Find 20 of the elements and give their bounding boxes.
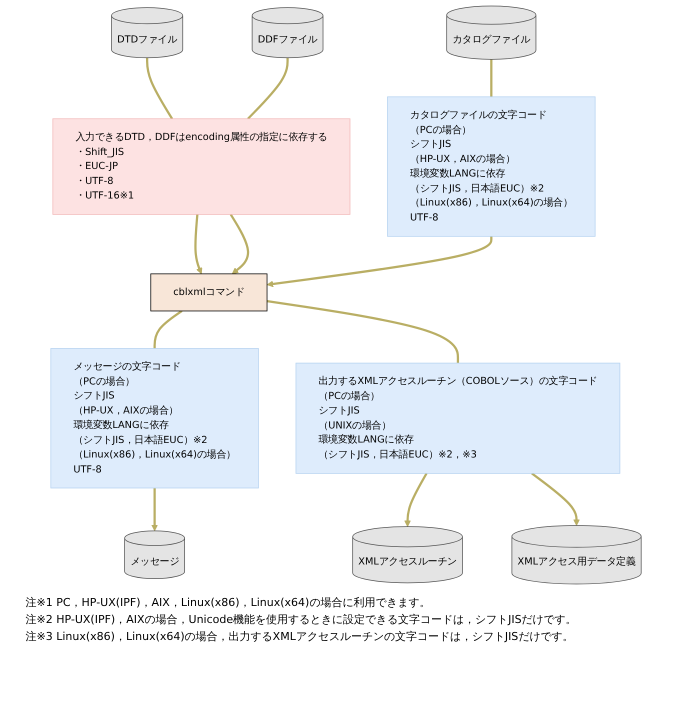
arrow xyxy=(404,472,428,527)
node-box xyxy=(150,273,267,312)
connector xyxy=(246,58,288,120)
node-box xyxy=(50,348,258,488)
arrow xyxy=(229,214,249,274)
footnote: 注※1 PC，HP-UX(IPF)，AIX，Linux(x86)，Linux(x64)の場合に利用できます。 xyxy=(26,596,432,611)
node-box xyxy=(386,96,596,237)
connector xyxy=(153,310,182,348)
arrow xyxy=(194,214,202,274)
flow-diagram: DTDファイル DDFファイル カタログファイル 入力できるDTD，DDFはencoding属性の指定に依存する ・Shift_JIS ・EUC-JP ・UTF-8 ・UTF-16※1 カタログファイルの文字コード （PCの場合） シフトJIS （HP-UX，AIXの場合） 環境変数LANGに依存 （シフトJIS，日本語EUC）※2 （Linux(x86)，Linux(x64)の場合） UTF-8 cblxmlコマンド メッセージの文字コード （PCの場合） シフトJIS （HP-UX，AIXの場合） 環境変数LANGに依存 （シフトJIS，日本語EUC）※2 （Linux(x86)，Linux(x64)の場合） UTF-8 メッセージ 出力するXMLアクセスルーチン（COBOLソース）の文字コード （PCの場合） シフトJIS （UNIXの場合） 環境変数LANGに依存 （シフトJIS，日本語EUC）※2，※3 XMLアクセスルーチン XMLアクセス用データ定義 xyxy=(6,0,686,590)
footnote: 注※2 HP-UX(IPF)，AIXの場合，Unicode機能を使用するときに設定できる文字コードは，シフトJISだけです。 xyxy=(26,612,578,628)
node-box xyxy=(295,362,620,474)
arrow xyxy=(150,488,158,532)
arrow xyxy=(530,472,580,526)
connector xyxy=(146,58,173,120)
footnote: 注※3 Linux(x86)，Linux(x64)の場合，出力するXMLアクセスルーチンの文字コードは，シフトJISだけです。 xyxy=(26,630,574,645)
arrow xyxy=(266,236,492,288)
node-box xyxy=(52,118,350,215)
connector xyxy=(490,59,492,97)
connector xyxy=(266,300,459,364)
